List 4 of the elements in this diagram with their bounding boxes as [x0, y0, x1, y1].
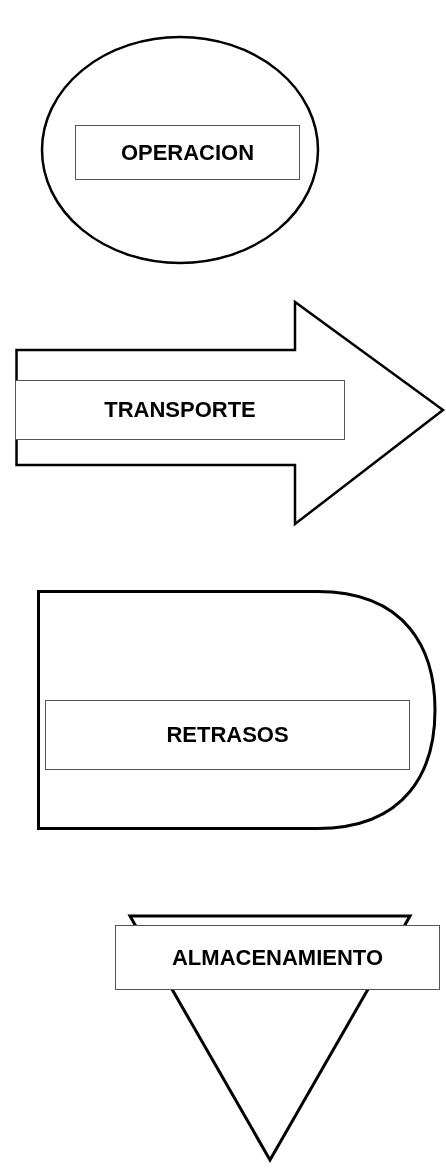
- label-box: RETRASOS: [45, 700, 410, 770]
- label-box: ALMACENAMIENTO: [115, 925, 440, 990]
- label-box: OPERACION: [75, 125, 300, 180]
- label-box: TRANSPORTE: [15, 380, 345, 440]
